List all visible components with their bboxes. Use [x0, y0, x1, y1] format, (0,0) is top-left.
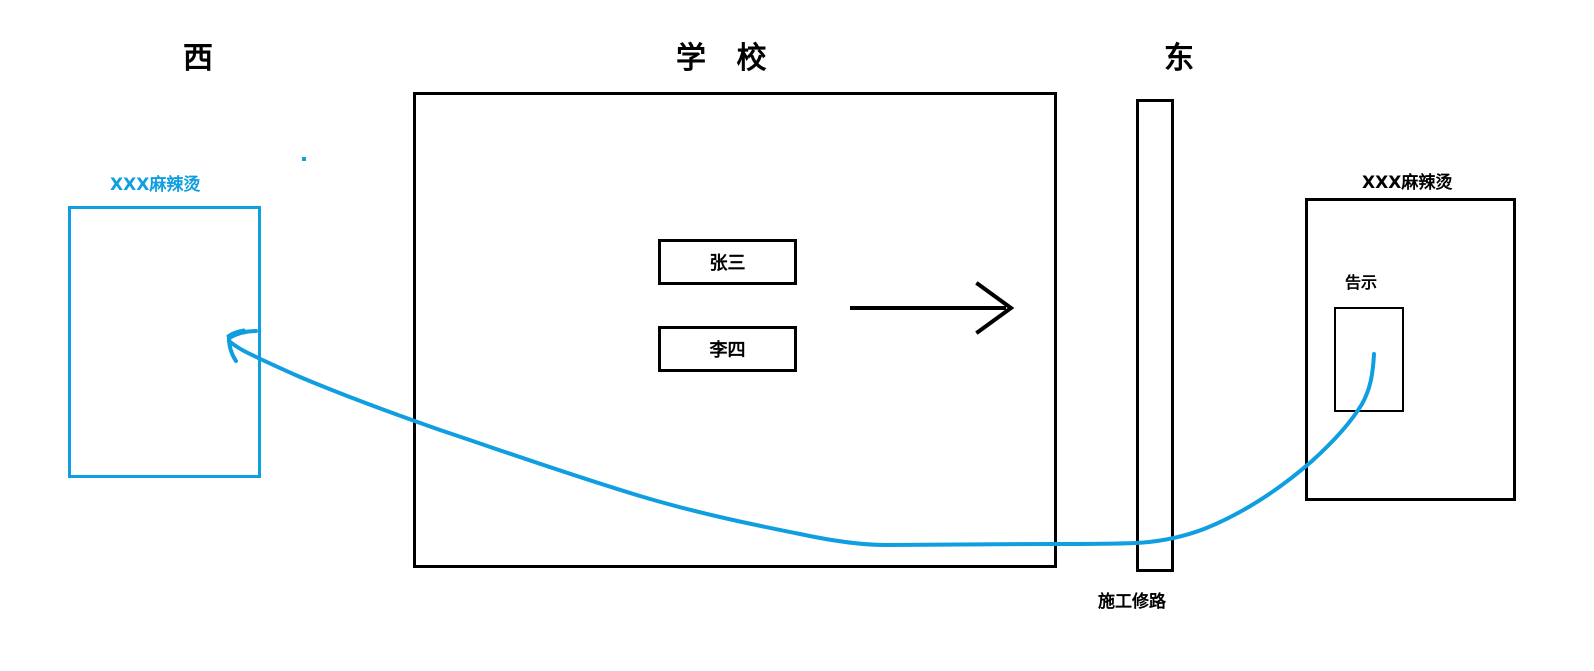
- west-shop-box[interactable]: [68, 206, 261, 478]
- east-shop-label: XXX麻辣烫: [1362, 173, 1453, 193]
- person-name-label: 张三: [709, 253, 746, 274]
- stray-blue-dot: [302, 157, 306, 161]
- road-label: 施工修路: [1098, 592, 1166, 612]
- notice-label: 告示: [1345, 273, 1378, 292]
- road-strip[interactable]: [1136, 99, 1174, 572]
- school-box[interactable]: [413, 92, 1057, 568]
- person-name-label: 李四: [709, 340, 746, 361]
- notice-box[interactable]: [1334, 307, 1404, 412]
- compass-label-east: 东: [1164, 41, 1195, 76]
- compass-label-west: 西: [183, 41, 214, 76]
- person-box-lisi[interactable]: 李四: [658, 326, 797, 372]
- person-box-zhangsan[interactable]: 张三: [658, 239, 797, 285]
- west-shop-label: XXX麻辣烫: [110, 175, 201, 195]
- school-title: 学 校: [676, 41, 777, 76]
